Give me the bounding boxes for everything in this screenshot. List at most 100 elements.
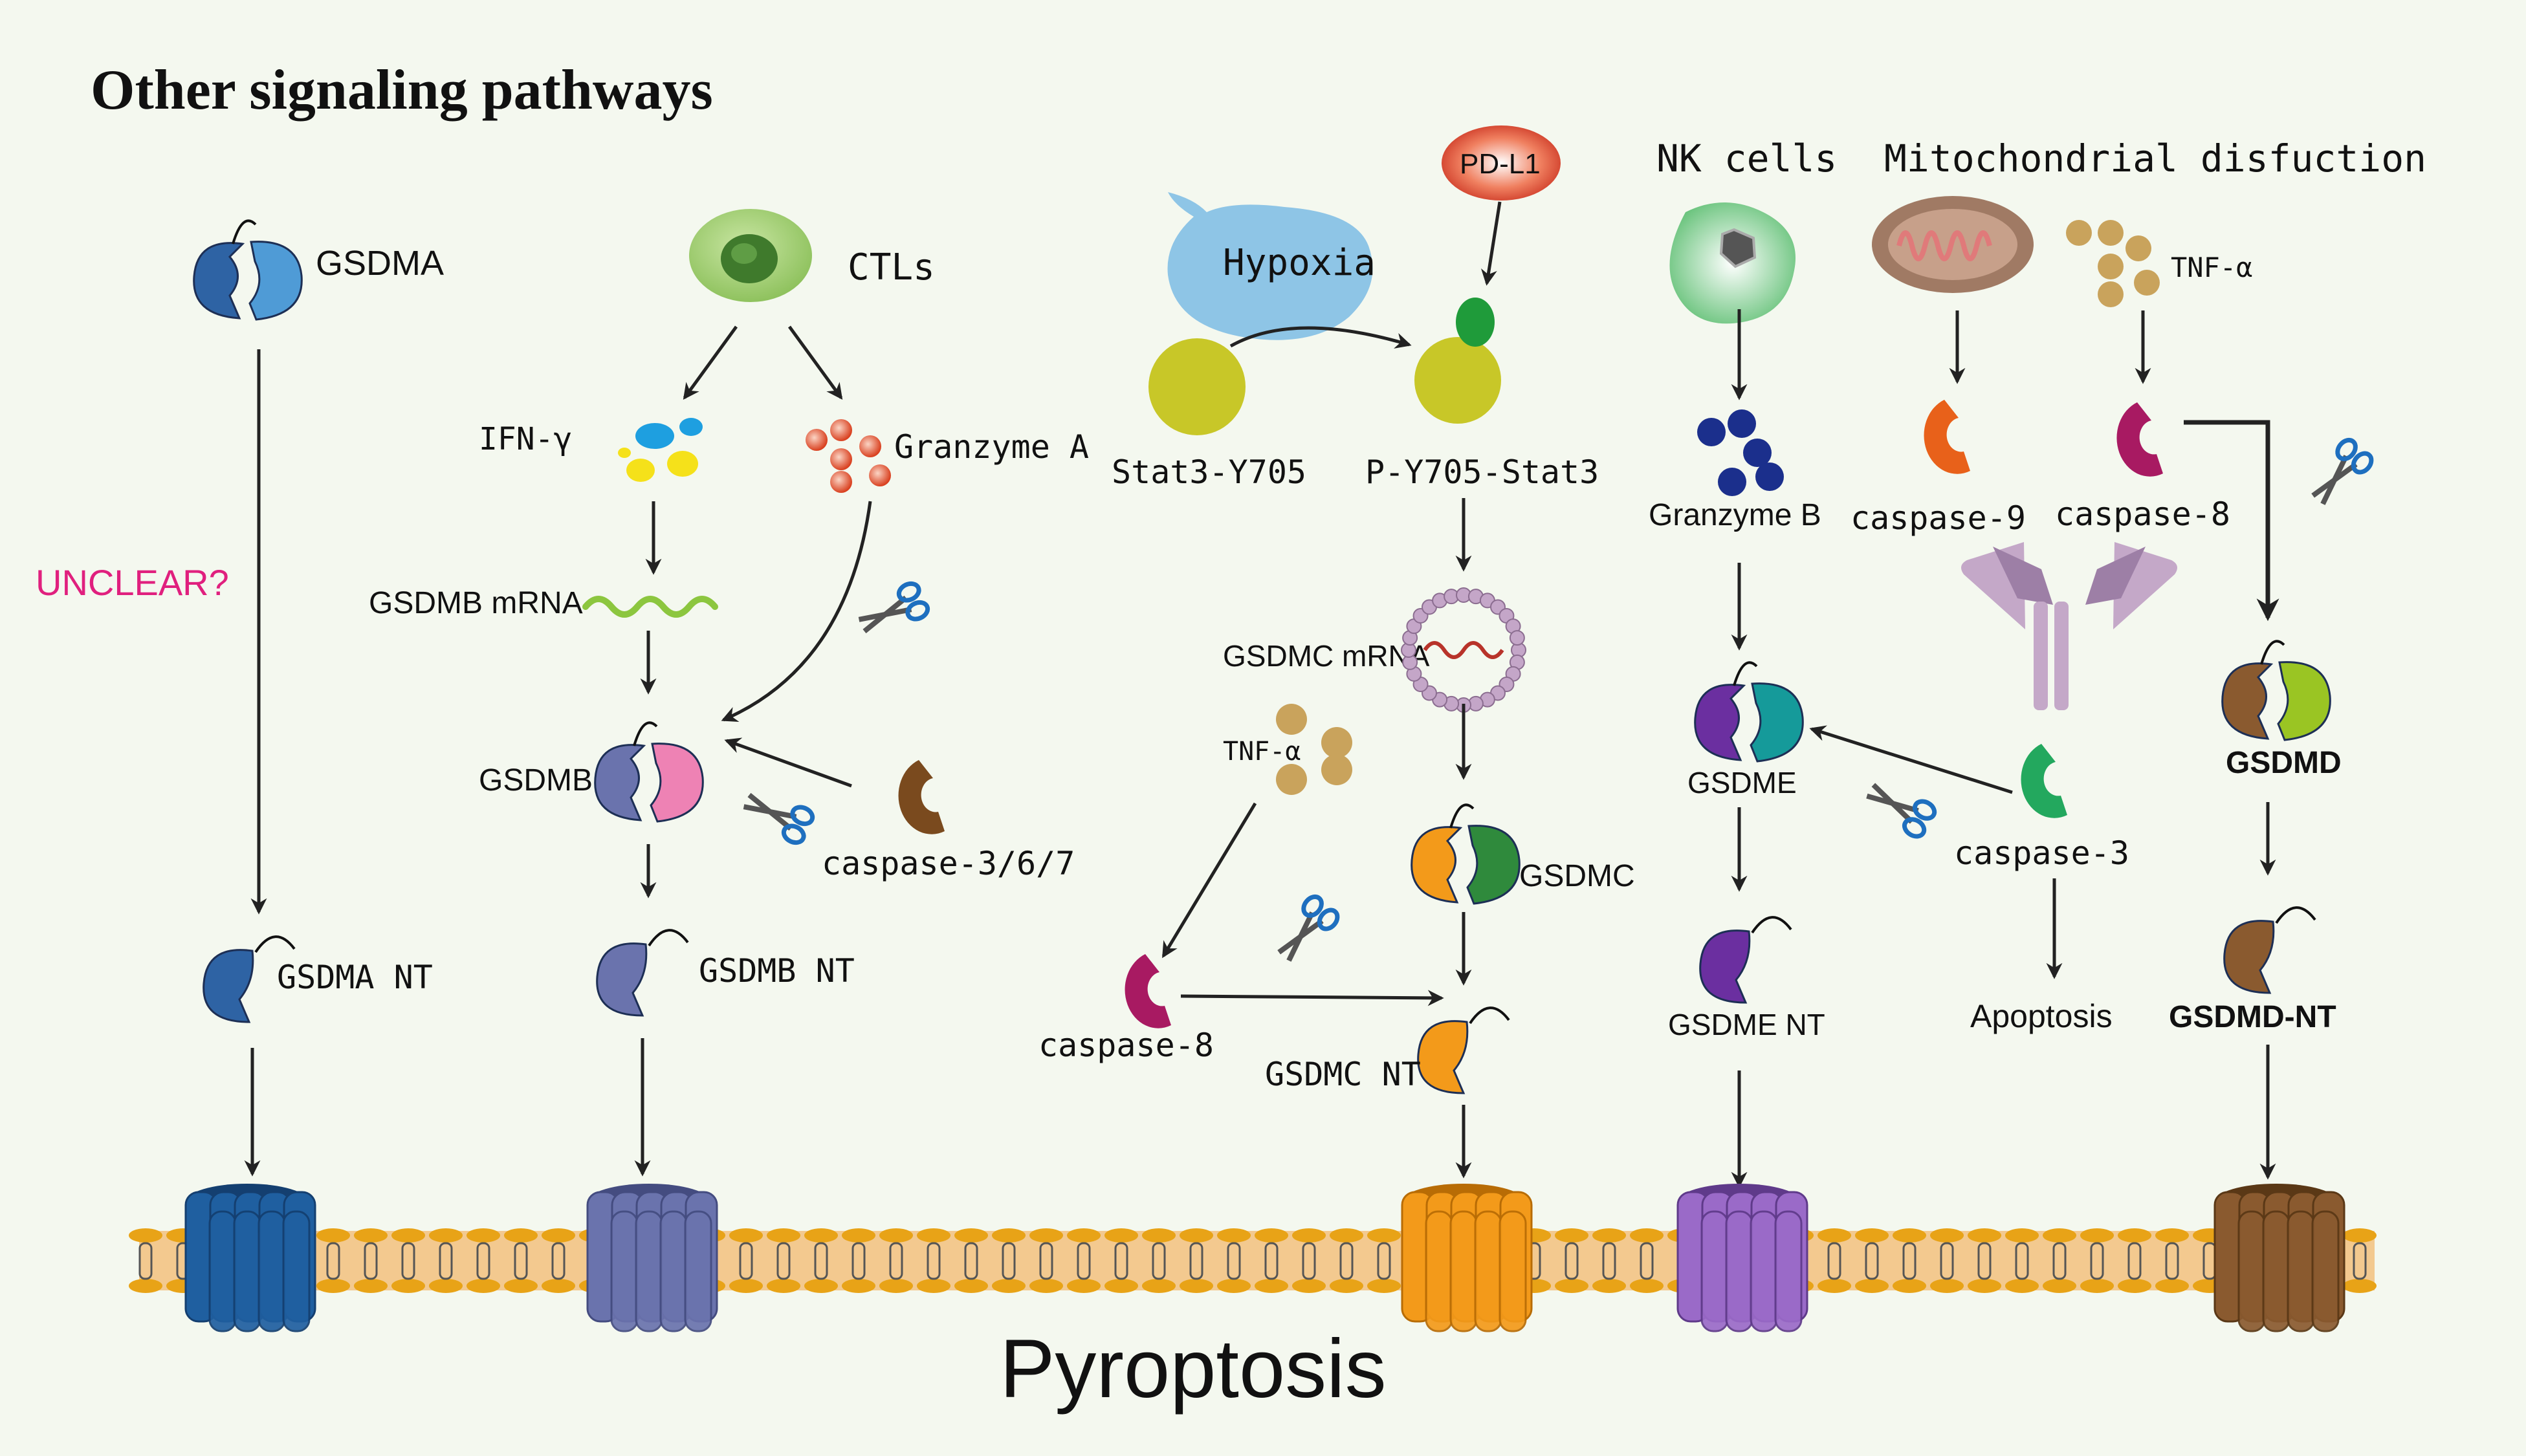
- lipid: [2005, 1228, 2039, 1293]
- gsdm-pore-icon: [586, 1184, 718, 1332]
- ctl-cell-icon: [689, 209, 812, 302]
- p-stat3-label: P-Y705-Stat3: [1365, 453, 1599, 491]
- lipid: [1067, 1228, 1101, 1293]
- gsdme-nt-label: GSDME NT: [1668, 1008, 1825, 1041]
- arrow: [683, 325, 738, 400]
- lipid: [729, 1228, 763, 1293]
- lipid: [2118, 1228, 2151, 1293]
- hypoxia-cloud-icon: [1167, 192, 1373, 340]
- lipid: [1180, 1228, 1213, 1293]
- granzyme-a-label: Granzyme A: [894, 428, 1089, 466]
- diagram-title: Other signaling pathways: [91, 59, 713, 122]
- lipid: [1930, 1228, 1964, 1293]
- gsdmc-label: GSDMC: [1519, 859, 1635, 893]
- cell-membrane: [129, 1228, 2377, 1293]
- p-stat3-icon: [1414, 298, 1501, 424]
- gsdmc-mrna-vesicle-icon: [1401, 587, 1526, 713]
- gsdme-protein-icon: [1694, 661, 1804, 763]
- gsdmb-nt-label: GSDMB NT: [699, 952, 855, 990]
- tnf-alpha-mid-label: TNF-α: [1223, 737, 1301, 766]
- gsdme-nt-icon: [1699, 916, 1792, 1004]
- gsdmd-nt-label: GSDMD-NT: [2169, 1000, 2336, 1034]
- arrow: [787, 325, 843, 400]
- hypoxia-label: Hypoxia: [1223, 242, 1376, 284]
- ctls-label: CTLs: [848, 246, 935, 288]
- lipid: [391, 1228, 425, 1293]
- signal-arrows: [244, 201, 2279, 1188]
- caspase-367-label: caspase-3/6/7: [822, 845, 1075, 882]
- gsdmd-protein-icon: [2221, 640, 2331, 741]
- caspase-9-label: caspase-9: [1851, 499, 2026, 537]
- caspase-8-right-label: caspase-8: [2055, 495, 2230, 533]
- stat3-label: Stat3-Y705: [1112, 453, 1306, 491]
- pyroptosis-label: Pyroptosis: [1000, 1323, 1387, 1415]
- lipid: [992, 1228, 1026, 1293]
- lipid: [129, 1228, 162, 1293]
- lipid: [2155, 1228, 2189, 1293]
- lipid: [1255, 1228, 1288, 1293]
- gsdmc-protein-icon: [1411, 803, 1521, 905]
- lipid: [1968, 1228, 2001, 1293]
- nk-cells-label: NK cells: [1656, 136, 1837, 180]
- gsdma-label: GSDMA: [316, 244, 444, 283]
- gsdmc-nt-label: GSDMC NT: [1265, 1056, 1421, 1093]
- lipid: [316, 1228, 350, 1293]
- arrow: [1480, 201, 1502, 286]
- lipid: [1555, 1228, 1588, 1293]
- ifn-gamma-label: IFN-γ: [479, 421, 573, 457]
- scissors-icon: [858, 581, 930, 634]
- tnf-alpha-right-label: TNF-α: [2171, 252, 2252, 283]
- lipid: [842, 1228, 875, 1293]
- tnf-alpha-particles-icon: [1276, 704, 1352, 795]
- arrow: [724, 737, 852, 788]
- gsdmc-mrna-label: GSDMC mRNA: [1223, 639, 1430, 673]
- lipid: [354, 1228, 388, 1293]
- arrow: [721, 501, 872, 723]
- mitochondrion-icon: [1872, 196, 2034, 293]
- caspase-3-icon: [2021, 744, 2067, 818]
- pd-l1-icon: [1442, 125, 1561, 201]
- membrane-pores: [184, 1184, 2345, 1332]
- gsdmb-mrna-label: GSDMB mRNA: [369, 586, 583, 620]
- gsdmd-nt-icon: [2223, 906, 2316, 994]
- lipid: [1330, 1228, 1363, 1293]
- granzyme-a-particles-icon: [806, 419, 891, 493]
- ifn-gamma-particles-icon: [618, 418, 703, 482]
- lipid: [1630, 1228, 1664, 1293]
- caspase-8-mid-label: caspase-8: [1038, 1027, 1214, 1064]
- gsdmb-protein-icon: [594, 721, 704, 823]
- arrow: [1809, 725, 2013, 794]
- lipid: [1855, 1228, 1889, 1293]
- lipid: [1104, 1228, 1138, 1293]
- scissors-icon: [743, 792, 815, 845]
- pd-l1-label: PD-L1: [1460, 148, 1541, 180]
- gsdma-protein-icon: [193, 219, 303, 321]
- scissors-icon: [1866, 783, 1937, 839]
- lipid: [954, 1228, 988, 1293]
- scissors-icon: [1277, 894, 1340, 962]
- caspase-8-right-icon: [2116, 402, 2163, 477]
- caspase-3-label: caspase-3: [1954, 834, 2129, 872]
- lipid: [879, 1228, 913, 1293]
- lipid: [429, 1228, 463, 1293]
- lipid: [542, 1228, 575, 1293]
- gsdmc-nt-icon: [1417, 1006, 1510, 1094]
- lipid: [1893, 1228, 1926, 1293]
- gsdma-nt-label: GSDMA NT: [277, 959, 433, 996]
- nk-cell-icon: [1669, 202, 1796, 324]
- tnf-alpha-particles-icon: [2066, 220, 2160, 307]
- lipid: [2043, 1228, 2076, 1293]
- apoptosis-label: Apoptosis: [1970, 998, 2113, 1034]
- lipid: [1818, 1228, 1851, 1293]
- lipid: [2080, 1228, 2114, 1293]
- gsdme-label: GSDME: [1687, 766, 1797, 799]
- gsdm-pore-icon: [2213, 1184, 2345, 1332]
- lipid: [804, 1228, 838, 1293]
- gsdmb-mrna-wave-icon: [582, 596, 718, 618]
- lipid: [1592, 1228, 1626, 1293]
- caspase-8-mid-icon: [1125, 954, 1171, 1028]
- lipid: [2343, 1228, 2377, 1293]
- gsdm-pore-icon: [184, 1184, 316, 1332]
- gsdm-pore-icon: [1676, 1184, 1808, 1332]
